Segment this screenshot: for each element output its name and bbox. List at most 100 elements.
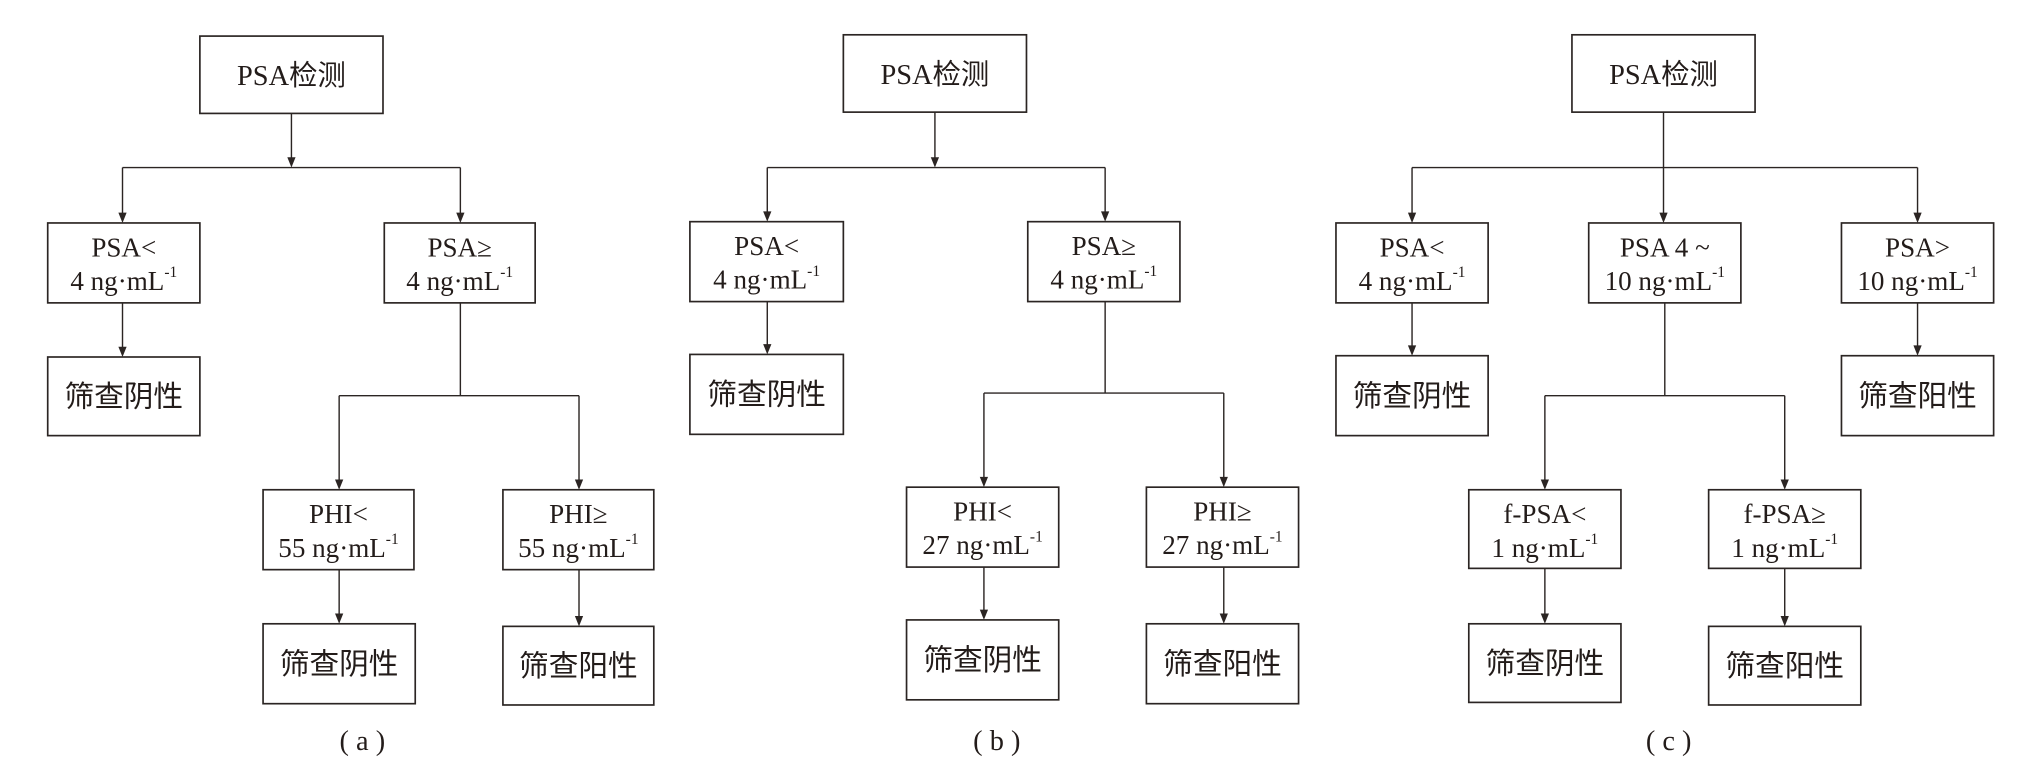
arrowhead-icon (1913, 212, 1922, 223)
unit-exponent: -1 (807, 263, 820, 280)
node-psa-mid: PSA 4 ~10 ng·mL-1 (1587, 222, 1742, 304)
node-box (1707, 488, 1862, 570)
node-box (1587, 222, 1742, 304)
threshold-label: 27 ng·mL-1 (922, 528, 1042, 560)
node-box (1467, 622, 1622, 704)
root-label: PSA检测 (881, 59, 990, 91)
arrowhead-icon (1219, 476, 1228, 488)
node-box (689, 353, 845, 436)
root-label: PSA检测 (237, 60, 346, 92)
condition-label: PSA≥ (427, 232, 492, 262)
node-box (46, 356, 201, 437)
node-psa-lt: PSA<4 ng·mL-1 (46, 222, 201, 304)
root-label: PSA检测 (1609, 59, 1718, 91)
node-phi-ge: PHI≥27 ng·mL-1 (1145, 486, 1300, 568)
threshold-label: 4 ng·mL-1 (1359, 264, 1466, 296)
unit-exponent: -1 (1144, 263, 1157, 280)
threshold-value: 4 ng·mL (1359, 266, 1453, 296)
node-neg2: 筛查阴性 (905, 619, 1060, 701)
arrowhead-icon (1780, 479, 1789, 490)
node-phi-lt: PHI<27 ng·mL-1 (905, 486, 1060, 568)
unit-exponent: -1 (1712, 264, 1725, 281)
node-neg1: 筛查阴性 (689, 353, 845, 436)
arrowhead-icon (335, 613, 344, 624)
arrowhead-icon (763, 211, 772, 222)
node-box (842, 33, 1028, 113)
node-box (1571, 33, 1756, 113)
node-neg1: 筛查阴性 (1335, 354, 1489, 437)
threshold-value: 4 ng·mL (406, 266, 500, 296)
node-fpsa-ge: f-PSA≥1 ng·mL-1 (1707, 488, 1862, 570)
node-fpsa-lt: f-PSA<1 ng·mL-1 (1467, 488, 1622, 570)
arrowhead-icon (930, 157, 940, 168)
node-neg2: 筛查阴性 (1467, 622, 1622, 704)
threshold-label: 1 ng·mL-1 (1731, 531, 1838, 563)
node-pos2: 筛查阳性 (1707, 625, 1862, 706)
condition-label: PSA≥ (1072, 231, 1137, 261)
result-label: 筛查阳性 (519, 650, 638, 683)
node-psa-gt: PSA>10 ng·mL-1 (1840, 222, 1995, 304)
node-psa-ge: PSA≥4 ng·mL-1 (1026, 220, 1181, 303)
node-box (383, 222, 536, 304)
node-psa-ge: PSA≥ 4 ng·mL-1 (383, 222, 536, 304)
unit-exponent: -1 (1825, 531, 1838, 548)
threshold-value: 4 ng·mL (713, 265, 807, 295)
arrowhead-icon (118, 212, 127, 223)
node-phi-lt: PHI<55 ng·mL-1 (262, 488, 415, 571)
node-phi-ge: PHI≥55 ng·mL-1 (502, 488, 655, 571)
arrowhead-icon (979, 476, 989, 488)
node-box (262, 622, 417, 705)
condition-label: PHI≥ (549, 499, 607, 529)
result-label: 筛查阴性 (707, 379, 826, 412)
arrowhead-icon (979, 609, 989, 620)
arrowhead-icon (763, 344, 772, 355)
threshold-value: 55 ng·mL (518, 533, 626, 563)
threshold-value: 27 ng·mL (922, 530, 1030, 560)
result-label: 筛查阴性 (1353, 380, 1472, 413)
arrowhead-icon (574, 616, 584, 627)
result-label: 筛查阴性 (280, 648, 399, 681)
node-box (1467, 488, 1622, 570)
unit-exponent: -1 (1965, 264, 1978, 281)
unit-exponent: -1 (386, 531, 399, 548)
threshold-value: 27 ng·mL (1162, 530, 1270, 560)
condition-label: PHI< (309, 499, 368, 529)
panel-caption-c: ( c ) (1646, 726, 1692, 757)
result-label: 筛查阴性 (64, 381, 183, 414)
unit-exponent: -1 (1270, 528, 1283, 545)
threshold-label: 1 ng·mL-1 (1491, 531, 1598, 563)
node-pos1: 筛查阳性 (1840, 354, 1995, 437)
node-psa-lt: PSA< 4 ng·mL-1 (689, 220, 845, 303)
node-box (1707, 625, 1862, 706)
threshold-label: 10 ng·mL-1 (1857, 264, 1977, 296)
condition-label: PHI≥ (1193, 497, 1251, 527)
arrowhead-icon (1407, 212, 1417, 223)
arrowhead-icon (1913, 345, 1922, 356)
condition-label: PSA< (734, 231, 799, 261)
arrowhead-icon (1540, 613, 1549, 624)
threshold-value: 4 ng·mL (70, 266, 164, 296)
node-box (1840, 222, 1995, 304)
condition-label: PSA< (91, 232, 156, 262)
node-box (689, 220, 845, 303)
node-box (1335, 354, 1489, 437)
condition-label: f-PSA≥ (1743, 499, 1826, 529)
unit-exponent: -1 (1453, 264, 1466, 281)
arrowhead-icon (1659, 212, 1668, 223)
node-root: PSA检测 (842, 33, 1028, 113)
captions-layer: ( a )( b )( c ) (340, 726, 1692, 757)
threshold-label: 55 ng·mL-1 (518, 531, 638, 563)
unit-exponent: -1 (1030, 528, 1043, 545)
node-root: PSA检测 (199, 35, 384, 115)
condition-label: PSA< (1380, 232, 1445, 262)
node-box (1026, 220, 1181, 303)
result-label: 筛查阴性 (923, 644, 1042, 677)
condition-label: PSA> (1885, 232, 1950, 262)
threshold-label: 4 ng·mL-1 (70, 264, 177, 296)
unit-exponent: -1 (500, 264, 513, 281)
node-box (199, 35, 384, 115)
